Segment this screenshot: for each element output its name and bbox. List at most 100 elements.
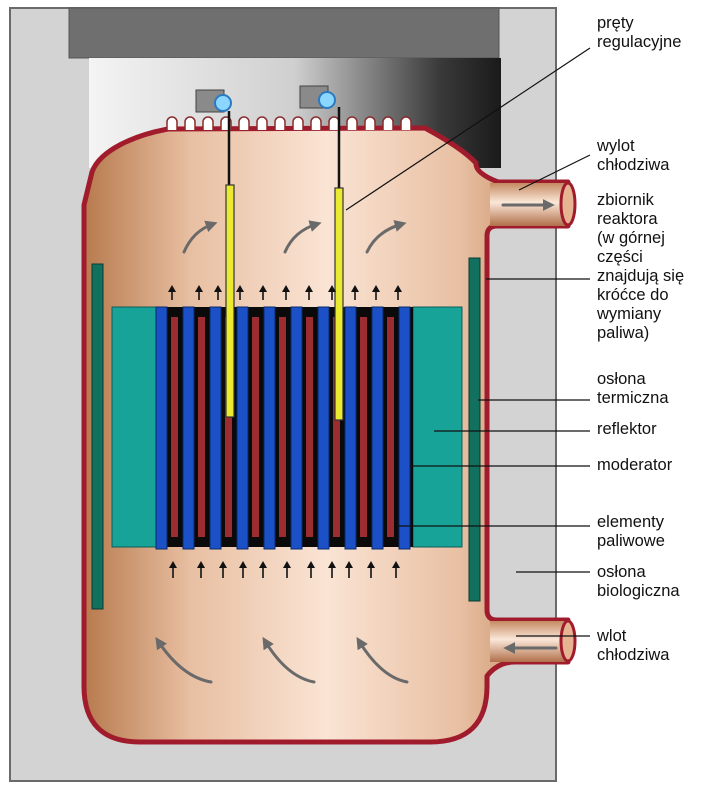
fuel-element: [360, 317, 367, 537]
up-arrow-icon: [367, 561, 375, 578]
label-line: króćce do: [597, 286, 669, 304]
up-arrow-icon: [345, 561, 353, 578]
fuel-element: [333, 317, 340, 537]
label-line: znajdują się: [597, 267, 685, 285]
up-arrow-head: [219, 561, 227, 568]
label-line: elementy: [597, 513, 664, 531]
up-arrow-icon: [214, 285, 222, 300]
fuel-element: [252, 317, 259, 537]
up-arrow-icon: [236, 285, 244, 300]
up-arrow-head: [328, 561, 336, 568]
moderator-rod: [155, 306, 168, 550]
reactor-core: [111, 306, 463, 550]
up-arrow-head: [236, 285, 244, 292]
up-arrow-head: [367, 561, 375, 568]
up-arrow-icon: [282, 285, 290, 300]
up-arrow-head: [345, 561, 353, 568]
moderator-rod: [236, 306, 249, 550]
label-line: moderator: [597, 456, 673, 474]
up-arrow-head: [394, 285, 402, 292]
label-line: pręty: [597, 14, 634, 32]
up-arrow-head: [328, 285, 336, 292]
label-wylot-chlodziwa: wylot chłodziwa: [597, 137, 669, 175]
up-arrow-icon: [197, 561, 205, 578]
up-arrow-head: [169, 561, 177, 568]
fuel-element: [225, 317, 232, 537]
control-rod: [334, 107, 344, 421]
nozzle-ring: [166, 116, 412, 130]
up-arrow-icon: [283, 561, 291, 578]
leader-prety: [345, 47, 591, 211]
up-arrow-head: [351, 285, 359, 292]
up-arrow-head: [195, 285, 203, 292]
fuel-element: [198, 317, 205, 537]
moderator-rod: [290, 306, 303, 550]
moderator-rod: [263, 306, 276, 550]
label-line: wylot: [597, 137, 635, 155]
curved-flow-arrow-icon: [365, 220, 407, 254]
up-arrow-icon: [239, 561, 247, 578]
up-arrow-icon: [307, 561, 315, 578]
up-arrow-head: [392, 561, 400, 568]
label-zbiornik-reaktora: zbiornik reaktora (w górnej części znajd…: [597, 191, 684, 343]
curved-flow-arrow-icon: [283, 220, 322, 254]
label-moderator: moderator: [597, 456, 672, 475]
up-arrow-icon: [259, 561, 267, 578]
top-plate: [68, 7, 500, 59]
curved-flow-arrow-icon: [182, 220, 218, 254]
label-line: paliwa): [597, 324, 650, 342]
label-elementy-paliwowe: elementy paliwowe: [597, 513, 665, 551]
curved-flow-arrow-icon: [356, 636, 409, 684]
fuel-element: [387, 317, 394, 537]
moderator-rod: [371, 306, 384, 550]
flow-arrows: [155, 199, 558, 684]
thermal-shield: [91, 263, 104, 610]
label-line: paliwowe: [597, 532, 665, 550]
label-prety-regulacyjne: pręty regulacyjne: [597, 14, 681, 52]
label-oslona-termiczna: osłona termiczna: [597, 370, 669, 408]
inlet-pipe: [490, 621, 568, 662]
curved-flow-arrow-icon: [155, 637, 213, 684]
up-arrow-icon: [351, 285, 359, 300]
fuel-elements: [171, 317, 394, 537]
moderator-rod: [398, 306, 411, 550]
control-rod-drive-icon: [299, 85, 336, 109]
label-line: wymiany: [597, 305, 662, 323]
up-arrow-icon: [328, 285, 336, 300]
leader-wylot: [518, 154, 591, 191]
reflector: [412, 306, 463, 548]
label-line: reaktora: [597, 210, 658, 228]
fuel-element: [279, 317, 286, 537]
up-arrow-head: [259, 561, 267, 568]
up-arrow-head: [214, 285, 222, 292]
moderators: [155, 306, 411, 550]
label-line: chłodziwa: [597, 646, 670, 664]
up-arrow-icon: [372, 285, 380, 300]
curved-flow-arrow-icon: [262, 636, 316, 684]
up-arrow-icon: [169, 561, 177, 578]
label-line: osłona: [597, 563, 646, 581]
control-rod: [225, 111, 235, 418]
up-arrow-head: [307, 561, 315, 568]
label-oslona-biologiczna: osłona biologiczna: [597, 563, 680, 601]
up-arrow-head: [283, 561, 291, 568]
up-arrow-head: [168, 285, 176, 292]
up-arrow-head: [305, 285, 313, 292]
label-line: reflektor: [597, 420, 657, 438]
leader-lines: [345, 47, 591, 637]
moderator-rod: [344, 306, 357, 550]
moderator-rod: [209, 306, 222, 550]
up-arrow-head: [197, 561, 205, 568]
up-arrow-head: [259, 285, 267, 292]
label-line: regulacyjne: [597, 33, 682, 51]
coolant-up-arrows: [168, 285, 402, 578]
up-arrow-icon: [392, 561, 400, 578]
up-arrow-icon: [259, 285, 267, 300]
fuel-element: [171, 317, 178, 537]
label-reflektor: reflektor: [597, 420, 657, 439]
up-arrow-icon: [305, 285, 313, 300]
outlet-pipe-mouth: [559, 181, 577, 227]
fuel-element: [306, 317, 313, 537]
label-line: termiczna: [597, 389, 669, 407]
